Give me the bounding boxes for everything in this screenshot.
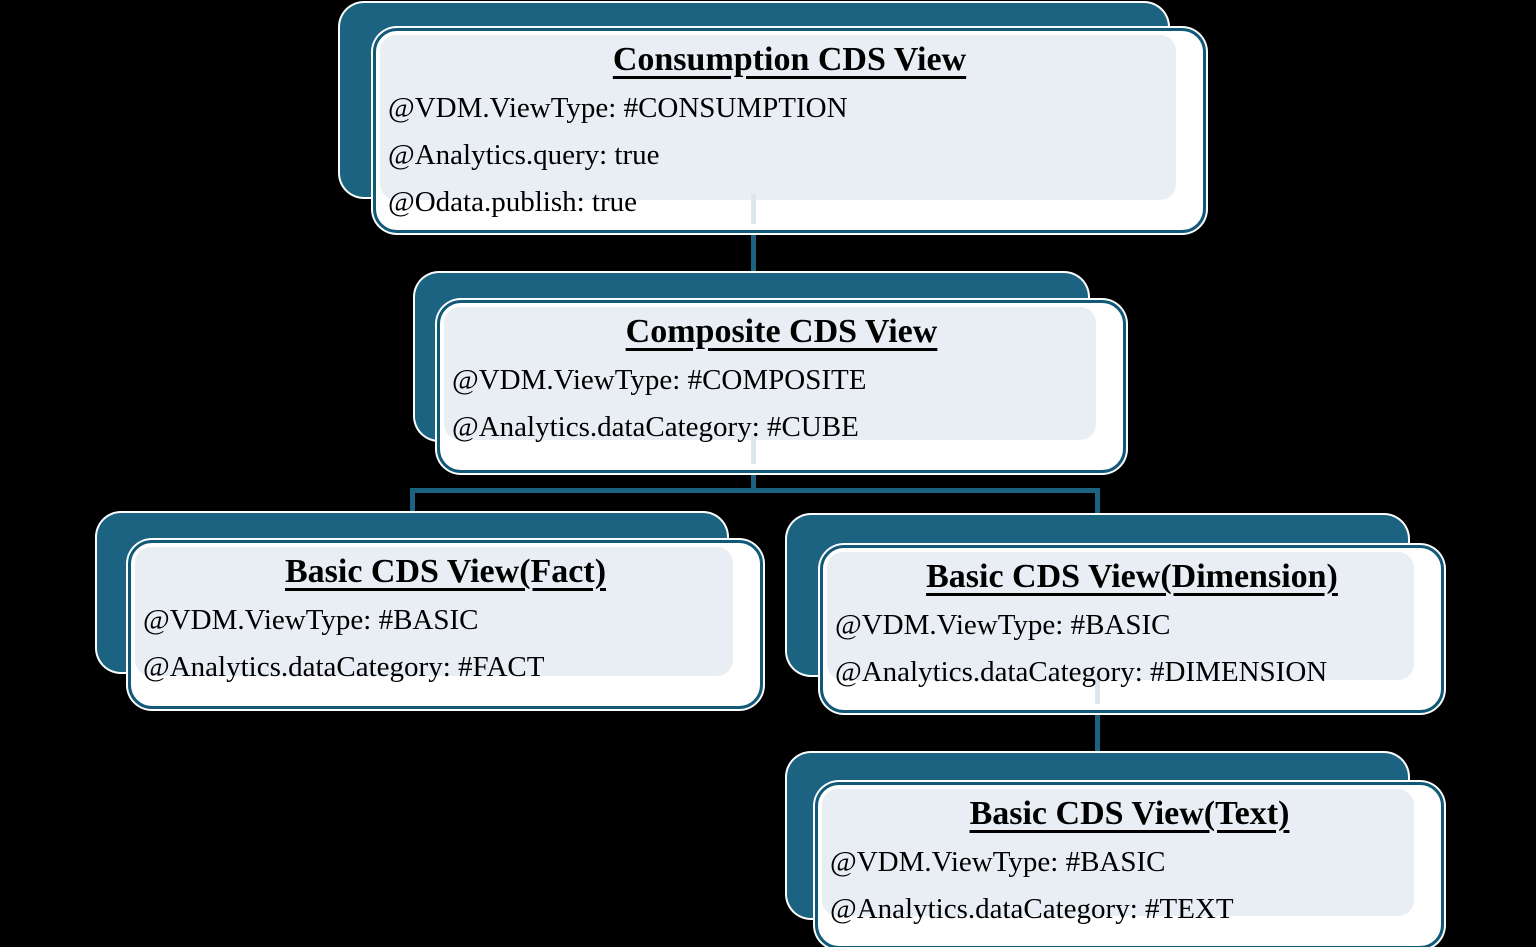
annotation-line: @Analytics.query: true — [388, 139, 660, 171]
node-shadow — [340, 3, 1168, 197]
node-card: Composite CDS View @VDM.ViewType: #COMPO… — [437, 300, 1126, 473]
edge-composite-branch-stub — [751, 465, 756, 491]
annotation-line: @VDM.ViewType: #CONSUMPTION — [388, 92, 848, 124]
node-shadow — [97, 513, 727, 672]
node-inner-panel — [380, 35, 1176, 200]
node-content: Basic CDS View(Fact) @VDM.ViewType: #BAS… — [131, 543, 760, 706]
annotation-line: @Analytics.dataCategory: #FACT — [143, 651, 545, 683]
edge-dimension-text — [1095, 703, 1100, 756]
node-title-text: Basic CDS View(Text) — [969, 795, 1290, 832]
connector-showthrough — [751, 194, 756, 224]
branch-horizontal-line — [410, 488, 1100, 493]
connector-showthrough — [751, 434, 756, 464]
node-shadow — [787, 515, 1408, 675]
node-card: Basic CDS View(Text) @VDM.ViewType: #BAS… — [815, 782, 1444, 947]
node-annotations: @VDM.ViewType: #BASIC @Analytics.dataCat… — [823, 602, 1441, 696]
edge-branch-fact — [410, 490, 415, 516]
annotation-line: @VDM.ViewType: #BASIC — [835, 609, 1171, 641]
node-inner-panel — [135, 547, 733, 676]
node-inner-panel — [822, 789, 1414, 916]
node-shadow — [415, 273, 1088, 440]
node-title-text: Consumption CDS View — [612, 41, 967, 78]
annotation-line: @VDM.ViewType: #BASIC — [143, 604, 479, 636]
node-inner-panel — [444, 307, 1096, 440]
node-card: Basic CDS View(Fact) @VDM.ViewType: #BAS… — [128, 540, 763, 709]
node-annotations: @VDM.ViewType: #BASIC @Analytics.dataCat… — [818, 839, 1441, 933]
node-content: Consumption CDS View @VDM.ViewType: #CON… — [376, 31, 1203, 230]
edge-consumption-composite — [751, 224, 756, 276]
node-title-text: Composite CDS View — [625, 313, 938, 350]
node-content: Basic CDS View(Text) @VDM.ViewType: #BAS… — [818, 785, 1441, 946]
annotation-line: @Odata.publish: true — [388, 186, 637, 218]
node-title: Basic CDS View(Fact) — [131, 553, 760, 591]
node-annotations: @VDM.ViewType: #COMPOSITE @Analytics.dat… — [440, 357, 1123, 451]
node-title-text: Basic CDS View(Fact) — [284, 553, 607, 590]
annotation-line: @VDM.ViewType: #COMPOSITE — [452, 364, 867, 396]
node-title: Basic CDS View(Dimension) — [823, 558, 1441, 596]
node-title: Composite CDS View — [440, 313, 1123, 351]
node-title: Basic CDS View(Text) — [818, 795, 1441, 833]
annotation-line: @Analytics.dataCategory: #TEXT — [830, 893, 1234, 925]
node-annotations: @VDM.ViewType: #CONSUMPTION @Analytics.q… — [376, 85, 1203, 226]
annotation-line: @VDM.ViewType: #BASIC — [830, 846, 1166, 878]
connector-showthrough — [1095, 674, 1100, 704]
annotation-line: @Analytics.dataCategory: #DIMENSION — [835, 656, 1328, 688]
annotation-line: @Analytics.dataCategory: #CUBE — [452, 411, 859, 443]
node-content: Composite CDS View @VDM.ViewType: #COMPO… — [440, 303, 1123, 470]
edge-branch-dimension — [1095, 490, 1100, 520]
node-annotations: @VDM.ViewType: #BASIC @Analytics.dataCat… — [131, 597, 760, 691]
node-card: Consumption CDS View @VDM.ViewType: #CON… — [373, 28, 1206, 233]
node-shadow — [787, 753, 1408, 918]
node-title: Consumption CDS View — [376, 41, 1203, 79]
node-content: Basic CDS View(Dimension) @VDM.ViewType:… — [823, 548, 1441, 710]
node-inner-panel — [827, 552, 1414, 680]
node-title-text: Basic CDS View(Dimension) — [926, 558, 1338, 595]
node-card: Basic CDS View(Dimension) @VDM.ViewType:… — [820, 545, 1444, 713]
